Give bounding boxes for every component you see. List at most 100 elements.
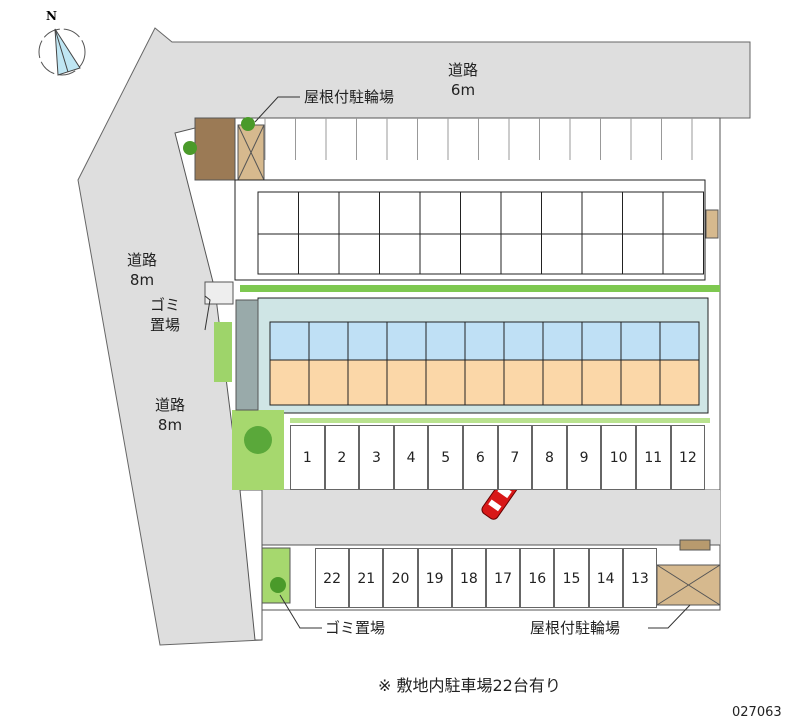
unit-wet-area <box>298 191 340 235</box>
leader-line <box>279 594 322 629</box>
parking-number: 3 <box>372 450 381 466</box>
unit-room <box>500 233 542 275</box>
parking-number: 17 <box>494 571 512 587</box>
green-strip <box>240 285 720 292</box>
tree-icon <box>183 141 197 155</box>
unit-wet-area <box>581 191 623 235</box>
parking-space: 11 <box>636 425 671 490</box>
parking-space: 20 <box>383 548 418 608</box>
parking-space: 1 <box>290 425 325 490</box>
unit-room <box>581 359 622 406</box>
unit-wet-area <box>308 321 349 361</box>
parking-number: 15 <box>562 571 581 587</box>
unit-wet-area <box>503 321 544 361</box>
parking-number: 1 <box>302 450 312 466</box>
parking-number: 13 <box>630 571 649 587</box>
green-strip-2 <box>290 418 710 423</box>
unit-room <box>298 233 340 275</box>
road-name: 道路 <box>155 396 186 414</box>
bike-shed-bottom-label: 屋根付駐輪場 <box>530 619 621 637</box>
unit-room <box>308 359 349 406</box>
unit-wet-area <box>542 321 583 361</box>
parking-space: 7 <box>497 425 533 490</box>
parking-space: 5 <box>428 425 463 490</box>
parking-space: 19 <box>417 548 452 608</box>
unit-wet-area <box>257 191 299 235</box>
unit-wet-area <box>541 191 583 235</box>
road-width: 6m <box>450 81 476 99</box>
parking-space: 22 <box>315 548 350 608</box>
unit-room <box>542 359 583 406</box>
leader-line <box>204 295 211 331</box>
parking-space: 21 <box>349 548 384 608</box>
road-top-label: 道路 6m <box>448 60 478 100</box>
parking-space: 14 <box>588 548 623 608</box>
unit-room <box>347 359 388 406</box>
unit-wet-area <box>581 321 622 361</box>
parking-number: 7 <box>510 450 520 466</box>
unit-room <box>464 359 505 406</box>
parking-space: 4 <box>393 425 429 490</box>
unit-wet-area <box>622 191 664 235</box>
parking-number: 19 <box>425 571 444 587</box>
garbage-top-label: ゴミ置場 <box>150 295 180 335</box>
parking-space: 10 <box>601 425 636 490</box>
garbage-bottom-label: ゴミ置場 <box>325 619 386 637</box>
parking-space: 2 <box>324 425 360 490</box>
road-name: 道路 <box>127 251 158 269</box>
road-name: 道路 <box>448 61 479 79</box>
unit-room <box>379 233 421 275</box>
unit-wet-area <box>464 321 505 361</box>
parking-number: 20 <box>391 571 410 587</box>
tree-icon <box>270 577 286 593</box>
planting-left <box>214 322 232 382</box>
stairs <box>235 299 259 411</box>
parking-space: 12 <box>670 425 706 490</box>
parking-number: 12 <box>678 450 697 466</box>
parking-space: 6 <box>463 425 498 490</box>
parking-space: 18 <box>451 548 486 608</box>
parking-number: 8 <box>545 450 554 466</box>
parking-number: 6 <box>475 450 485 466</box>
unit-room <box>425 359 466 406</box>
unit-wet-area <box>338 191 380 235</box>
parking-number: 2 <box>337 450 347 466</box>
parking-space: 13 <box>622 548 657 608</box>
unit-room <box>620 359 661 406</box>
parking-number: 10 <box>609 450 628 466</box>
parking-number: 18 <box>459 571 478 587</box>
unit-room <box>338 233 380 275</box>
unit-wet-area <box>620 321 661 361</box>
parking-note: ※ 敷地内駐車場22台有り <box>378 676 561 695</box>
unit-wet-area <box>347 321 388 361</box>
parking-number: 11 <box>644 450 663 466</box>
bench <box>679 539 711 551</box>
garbage-label-line: ゴミ <box>150 296 181 314</box>
garbage-area-top <box>204 281 234 305</box>
unit-wet-area <box>379 191 421 235</box>
compass-icon <box>38 28 86 76</box>
unit-wet-area <box>386 321 427 361</box>
leader-line <box>648 604 691 629</box>
unit-room <box>503 359 544 406</box>
north-label: N <box>46 9 57 23</box>
bike-shed-top <box>194 117 236 181</box>
unit-room <box>622 233 664 275</box>
unit-room <box>269 359 310 406</box>
parking-number: 5 <box>441 450 451 466</box>
leader-line <box>254 96 300 123</box>
unit-room <box>659 359 700 406</box>
road-width: 8m <box>129 271 155 289</box>
garbage-label-line: 置場 <box>150 316 181 334</box>
property-code: 027063 <box>732 705 782 720</box>
parking-space: 8 <box>532 425 567 490</box>
unit-wet-area <box>500 191 542 235</box>
parking-number: 21 <box>357 571 376 587</box>
parking-space: 9 <box>566 425 602 490</box>
parking-number: 22 <box>323 571 341 587</box>
unit-wet-area <box>460 191 502 235</box>
unit-wet-area <box>269 321 310 361</box>
